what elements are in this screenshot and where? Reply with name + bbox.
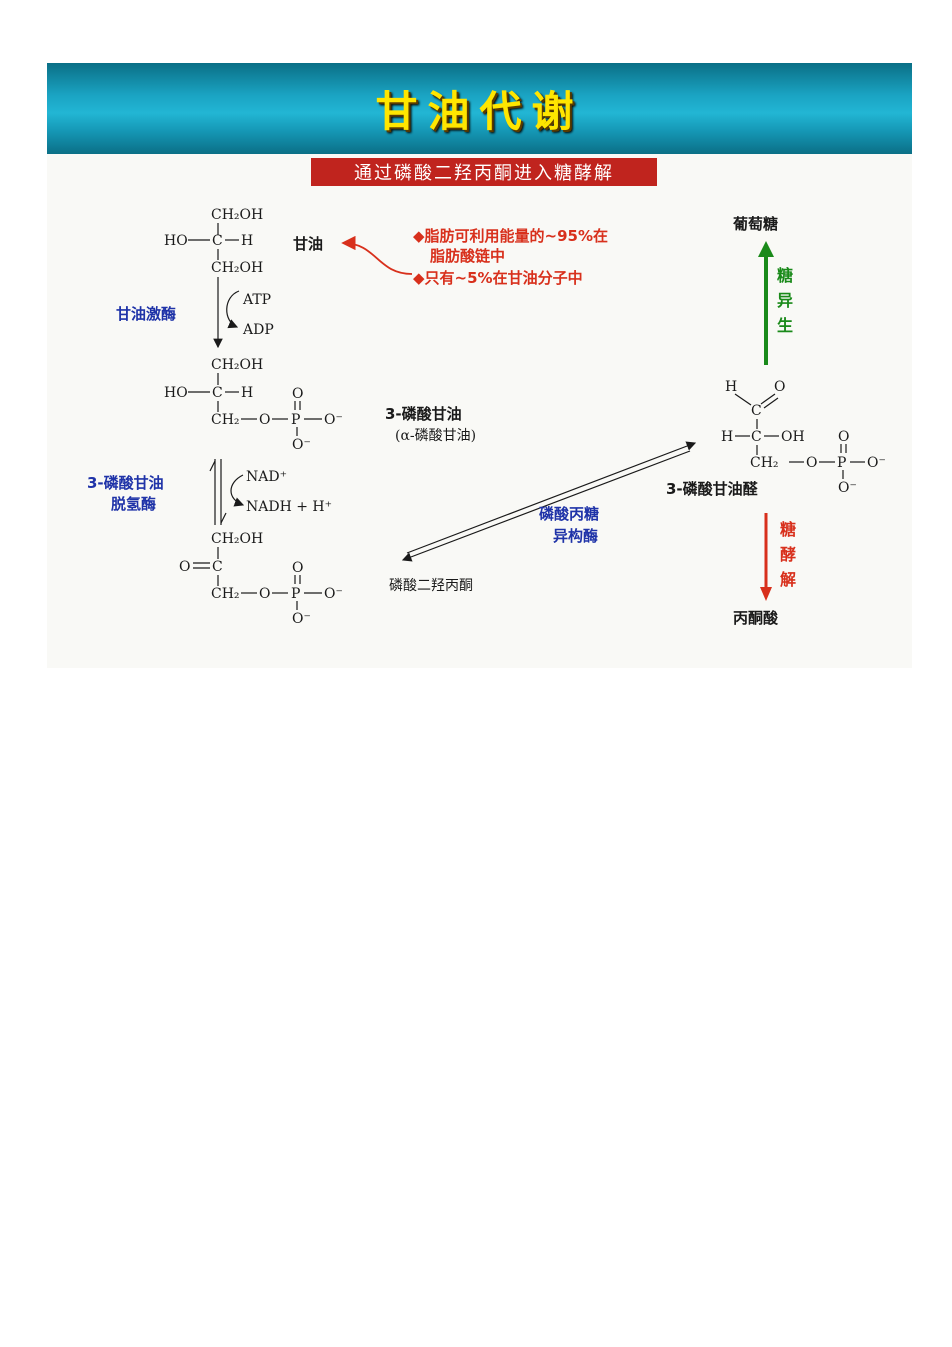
dhap-p: P	[291, 586, 300, 602]
glycerol-metabolism-diagram: CH₂OH HO C H CH₂OH 甘油 ◆脂肪可利用能量的~95%在 脂肪酸…	[87, 207, 886, 627]
g3p-o-top: O	[292, 386, 303, 402]
dhap-c1: CH₂OH	[211, 531, 263, 547]
g3p-c3: CH₂	[211, 412, 240, 428]
g3p-c2-c: C	[212, 385, 223, 401]
step1-enzyme: 甘油激酶	[116, 305, 176, 323]
dhap-c2-c: C	[212, 559, 223, 575]
nad-arrow	[230, 474, 245, 507]
title-banner	[47, 63, 912, 154]
dhap-o-bottom: O⁻	[292, 611, 311, 627]
note-line-2: 脂肪酸链中	[430, 247, 505, 265]
glycerol-c1: CH₂OH	[211, 207, 263, 223]
glycerol-c3: CH₂OH	[211, 260, 263, 276]
dhap-c2-left: O	[179, 559, 190, 575]
step1-out: ADP	[242, 322, 274, 338]
gluconeogenesis-arrow-head	[758, 241, 774, 257]
isomerase-line2: 异构酶	[553, 527, 598, 545]
gap-c2-c: C	[751, 429, 762, 445]
gap-o-minus: O⁻	[867, 455, 886, 471]
g3p-o: O	[259, 412, 270, 428]
g3p-c1: CH₂OH	[211, 357, 263, 373]
step2-enzyme-line2: 脱氢酶	[111, 495, 156, 513]
glycerol-name: 甘油	[293, 235, 323, 253]
pyruvate-label: 丙酮酸	[733, 609, 779, 627]
gluconeogenesis-char-2: 异	[777, 291, 793, 310]
gap-c3: CH₂	[750, 455, 779, 471]
dhap-o-top: O	[292, 560, 303, 576]
g3p-name: 3-磷酸甘油	[385, 405, 462, 423]
g3p-o-minus: O⁻	[324, 412, 343, 428]
dhap-o: O	[259, 586, 270, 602]
gap-c2-left: H	[721, 429, 733, 445]
g3p-c2-right: H	[241, 385, 253, 401]
glycolysis-char-2: 酵	[780, 545, 796, 564]
g3p-structure: CH₂OH HO C H CH₂ O P O⁻ O O⁻ 3-磷酸甘油 (α-磷…	[164, 357, 476, 453]
step2-enzyme-line1: 3-磷酸甘油	[87, 474, 164, 492]
atp-adp-arrow	[226, 290, 240, 329]
dhap-name: 磷酸二羟丙酮	[389, 578, 473, 594]
glycerol-c2-c: C	[212, 233, 223, 249]
gap-o-top: O	[838, 429, 849, 445]
gap-h: H	[725, 379, 737, 395]
dhap-o-minus: O⁻	[324, 586, 343, 602]
dhap-structure: CH₂OH O C CH₂ O P O⁻ O O⁻ 磷酸二羟丙酮	[179, 531, 473, 627]
page-title: 甘油代谢	[375, 87, 584, 136]
glycolysis-char-3: 解	[780, 570, 796, 589]
gap-c1: C	[751, 403, 762, 419]
isomerase-arrow-back	[401, 450, 691, 562]
glycolysis-arrow-head	[760, 587, 772, 601]
note-line-1: ◆脂肪可利用能量的~95%在	[413, 227, 608, 245]
gluconeogenesis-char-3: 生	[777, 316, 793, 335]
gap-p: P	[837, 455, 846, 471]
g3p-o-bottom: O⁻	[292, 437, 311, 453]
step2-in: NAD⁺	[246, 469, 287, 485]
step1-in: ATP	[242, 292, 271, 308]
dhap-c3: CH₂	[211, 586, 240, 602]
gap-structure: H O C H C OH CH₂ O P O⁻ O O⁻ 3-磷酸甘油醛	[666, 379, 886, 498]
isomerase-arrow-forward	[406, 441, 697, 554]
subtitle-box: 通过磷酸二羟丙酮进入糖酵解	[311, 158, 657, 186]
glycerol-structure: CH₂OH HO C H CH₂OH 甘油	[164, 207, 323, 276]
g3p-alt-name: (α-磷酸甘油)	[395, 428, 476, 444]
gap-o: O	[806, 455, 817, 471]
gap-o-ald: O	[774, 379, 785, 395]
gap-c2-right: OH	[781, 429, 805, 445]
isomerase-line1: 磷酸丙糖	[539, 505, 599, 523]
slide: 甘油代谢 通过磷酸二羟丙酮进入糖酵解 CH₂OH HO C H CH₂OH 甘油	[47, 63, 912, 668]
step2-out: NADH + H⁺	[246, 499, 332, 515]
glycerol-c2-right: H	[241, 233, 253, 249]
gluconeogenesis-char-1: 糖	[777, 266, 793, 285]
g3p-c2-left: HO	[164, 385, 188, 401]
gap-name: 3-磷酸甘油醛	[666, 480, 759, 498]
note-arrow	[341, 235, 413, 275]
gap-o-bottom: O⁻	[838, 480, 857, 496]
note-line-3: ◆只有~5%在甘油分子中	[413, 269, 583, 287]
g3p-p: P	[291, 412, 300, 428]
glycolysis-char-1: 糖	[780, 520, 796, 539]
glucose-label: 葡萄糖	[732, 215, 778, 233]
glycerol-c2-left: HO	[164, 233, 188, 249]
